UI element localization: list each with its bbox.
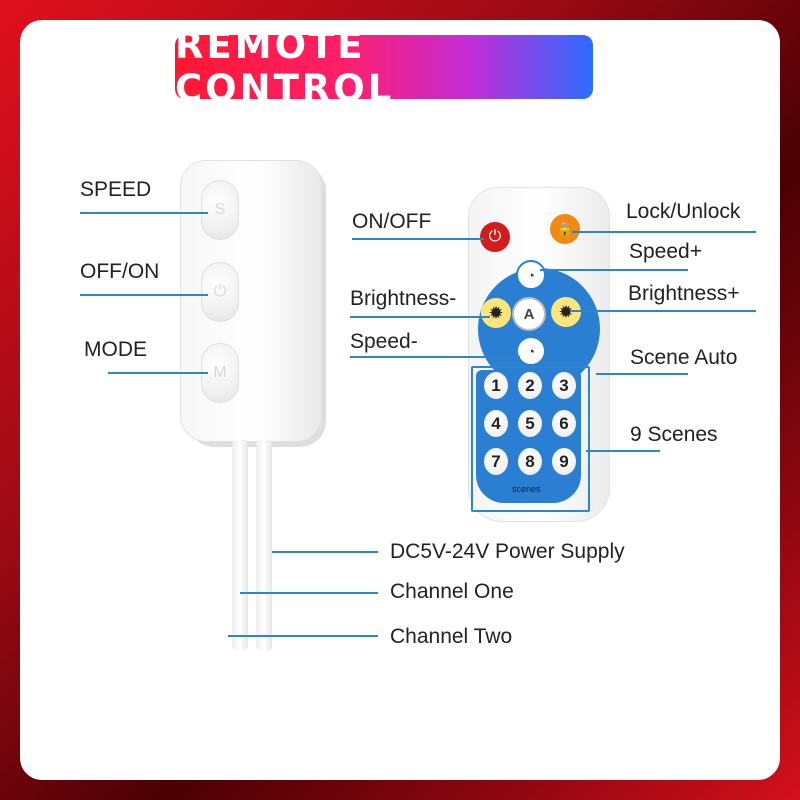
product-card	[20, 20, 780, 780]
label-brightness-minus: Brightness-	[350, 287, 457, 310]
leader-lock	[572, 231, 756, 233]
cable-left	[232, 440, 248, 650]
leader-power-supply	[272, 551, 378, 553]
label-brightness-plus: Brightness+	[628, 282, 740, 305]
scene-button-5[interactable]: 5	[518, 410, 542, 437]
remote-power-button[interactable]: ⏻	[480, 222, 510, 252]
speed-plus-button[interactable]: ◔	[516, 260, 546, 290]
remote-control-ring	[478, 268, 600, 390]
scene-button-6[interactable]: 6	[552, 410, 576, 437]
scenes-caption: scenes	[512, 484, 541, 494]
scene-button-4[interactable]: 4	[484, 410, 508, 437]
power-button[interactable]: ⏻	[201, 262, 239, 322]
brightness-plus-button[interactable]: ✹	[551, 297, 581, 327]
leader-scenes	[586, 450, 660, 452]
leader-brightness-minus	[350, 316, 490, 318]
speed-minus-button[interactable]: ◔	[516, 336, 546, 366]
leader-offon	[80, 294, 208, 296]
label-speed: SPEED	[80, 178, 152, 201]
label-offon: OFF/ON	[80, 260, 160, 283]
banner-title: REMOTE CONTROL	[175, 24, 593, 110]
scene-button-9[interactable]: 9	[552, 448, 576, 475]
leader-brightness-plus	[570, 310, 756, 312]
leader-channel-two	[228, 635, 378, 637]
scenes-highlight-box	[471, 366, 590, 512]
leader-mode	[108, 372, 208, 374]
leader-speed-plus	[540, 269, 688, 271]
label-channel-two: Channel Two	[390, 625, 513, 648]
scene-button-2[interactable]: 2	[518, 372, 542, 399]
label-onoff: ON/OFF	[352, 210, 432, 233]
leader-speed-minus	[350, 356, 520, 358]
label-scene-auto: Scene Auto	[630, 346, 738, 369]
label-speed-plus: Speed+	[629, 240, 702, 263]
cable-right	[256, 440, 272, 650]
leader-scene-auto	[596, 373, 688, 375]
scene-button-1[interactable]: 1	[484, 372, 508, 399]
label-power-supply: DC5V-24V Power Supply	[390, 540, 625, 563]
lock-icon[interactable]: 🔒	[550, 214, 580, 244]
label-speed-minus: Speed-	[350, 330, 418, 353]
leader-channel-one	[240, 592, 378, 594]
leader-speed	[80, 212, 208, 214]
scene-auto-button[interactable]: A	[512, 297, 546, 331]
brightness-minus-button[interactable]: ✹	[481, 298, 511, 328]
scene-button-7[interactable]: 7	[484, 448, 508, 475]
label-mode: MODE	[84, 338, 147, 361]
scene-button-3[interactable]: 3	[552, 372, 576, 399]
label-lock: Lock/Unlock	[626, 200, 741, 223]
label-scenes: 9 Scenes	[630, 423, 718, 446]
speed-button[interactable]: S	[201, 180, 239, 240]
label-channel-one: Channel One	[390, 580, 514, 603]
leader-onoff	[352, 238, 484, 240]
scene-button-8[interactable]: 8	[518, 448, 542, 475]
